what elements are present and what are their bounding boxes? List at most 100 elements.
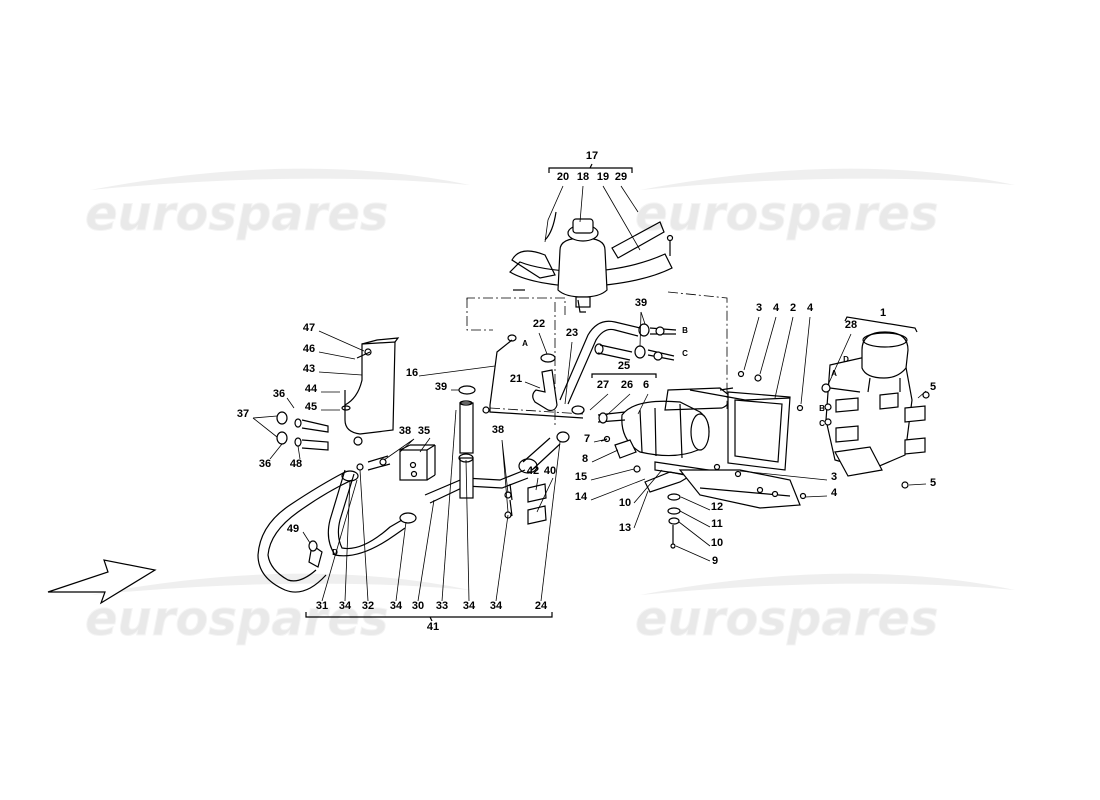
- callout-18: 18: [577, 171, 589, 183]
- bracket-43: [341, 337, 400, 435]
- bracket-17: [548, 163, 633, 173]
- callout-34: 34: [339, 600, 352, 612]
- callout-20: 20: [557, 171, 569, 183]
- callout-21: 21: [510, 373, 522, 385]
- watermark-swoosh: [640, 573, 1015, 595]
- lower-hose-41: [257, 400, 570, 593]
- group-brackets: [305, 163, 918, 622]
- callout-3: 3: [831, 471, 837, 483]
- callout-23: 23: [566, 327, 578, 339]
- callout-7: 7: [584, 433, 590, 445]
- callout-35: 35: [418, 425, 430, 437]
- callout-29: 29: [615, 171, 627, 183]
- callout-41: 41: [427, 621, 439, 633]
- callout-47: 47: [303, 322, 315, 334]
- callout-28: 28: [845, 319, 857, 331]
- watermark-swoosh: [90, 168, 470, 190]
- connection-letter-a: A: [522, 339, 528, 348]
- callout-5: 5: [930, 477, 936, 489]
- connection-letter-d: D: [843, 355, 849, 364]
- callout-39: 39: [435, 381, 447, 393]
- elbow-21: [532, 369, 558, 412]
- callout-14: 14: [575, 491, 588, 503]
- callout-16: 16: [406, 367, 418, 379]
- connection-letter-b: B: [682, 326, 688, 335]
- direction-arrow: [47, 559, 157, 605]
- hose-23: [559, 320, 641, 405]
- reservoir-neck: [572, 218, 594, 234]
- callout-4: 4: [807, 302, 814, 314]
- callout-10: 10: [711, 537, 723, 549]
- upper-hoses: [458, 320, 677, 419]
- watermark-swoosh: [640, 168, 1015, 190]
- callout-46: 46: [303, 343, 315, 355]
- reference-lines: [466, 291, 728, 425]
- callout-37: 37: [237, 408, 249, 420]
- callout-6: 6: [643, 379, 649, 391]
- callout-5: 5: [930, 381, 936, 393]
- connection-letter-c: C: [819, 419, 825, 428]
- callout-11: 11: [711, 518, 723, 530]
- callout-8: 8: [582, 453, 588, 465]
- watermark-text: eurospares: [85, 591, 389, 647]
- callout-42: 42: [527, 465, 539, 477]
- valve-block-1: [821, 331, 930, 489]
- hose-25: [597, 344, 633, 361]
- bracket-25: [591, 373, 657, 378]
- strap-right: [611, 221, 665, 259]
- callout-2: 2: [790, 302, 796, 314]
- bracket-1: [844, 316, 918, 333]
- callout-34: 34: [463, 600, 476, 612]
- connection-letter-a: A: [831, 369, 837, 378]
- callout-4: 4: [773, 302, 780, 314]
- callout-4: 4: [831, 487, 838, 499]
- reservoir-outlet: [575, 296, 591, 308]
- callout-26: 26: [621, 379, 633, 391]
- callout-1: 1: [880, 307, 886, 319]
- callout-38: 38: [399, 425, 411, 437]
- clamp-22: [540, 353, 556, 363]
- callout-48: 48: [290, 458, 302, 470]
- callout-19: 19: [597, 171, 609, 183]
- callout-10: 10: [619, 497, 631, 509]
- callout-45: 45: [305, 401, 317, 413]
- callout-36: 36: [259, 458, 271, 470]
- strap-left: [511, 250, 556, 279]
- callout-22: 22: [533, 318, 545, 330]
- connection-letter-c: C: [682, 349, 688, 358]
- callout-34: 34: [390, 600, 403, 612]
- callout-17: 17: [586, 150, 598, 162]
- watermark-text: eurospares: [635, 186, 939, 242]
- reservoir-tank: [557, 237, 608, 298]
- callout-3: 3: [756, 302, 762, 314]
- pipe-16: [489, 339, 584, 419]
- watermark-swoosh: [90, 573, 470, 595]
- watermark-group: eurospares eurospares eurospares eurospa…: [85, 168, 1015, 648]
- clamp-39: [458, 385, 476, 395]
- callout-31: 31: [316, 600, 328, 612]
- callout-13: 13: [619, 522, 631, 534]
- reservoir-assembly: [509, 211, 674, 313]
- vent-pipe: [544, 211, 557, 241]
- bracket-41: [305, 612, 553, 622]
- callout-24: 24: [535, 600, 548, 612]
- connection-letter-b: B: [819, 404, 825, 413]
- callout-49: 49: [287, 523, 299, 535]
- callout-25: 25: [618, 360, 630, 372]
- watermark-text: eurospares: [635, 591, 939, 647]
- plate-2: [678, 370, 807, 509]
- callout-32: 32: [362, 600, 374, 612]
- callout-44: 44: [305, 383, 318, 395]
- hose-clip: [577, 299, 586, 313]
- callout-33: 33: [436, 600, 448, 612]
- left-fittings: [276, 411, 363, 451]
- leader-lines: [252, 185, 927, 602]
- callout-27: 27: [597, 379, 609, 391]
- callout-12: 12: [711, 501, 723, 513]
- callout-15: 15: [575, 471, 587, 483]
- callout-30: 30: [412, 600, 424, 612]
- pump-assembly: [571, 387, 734, 549]
